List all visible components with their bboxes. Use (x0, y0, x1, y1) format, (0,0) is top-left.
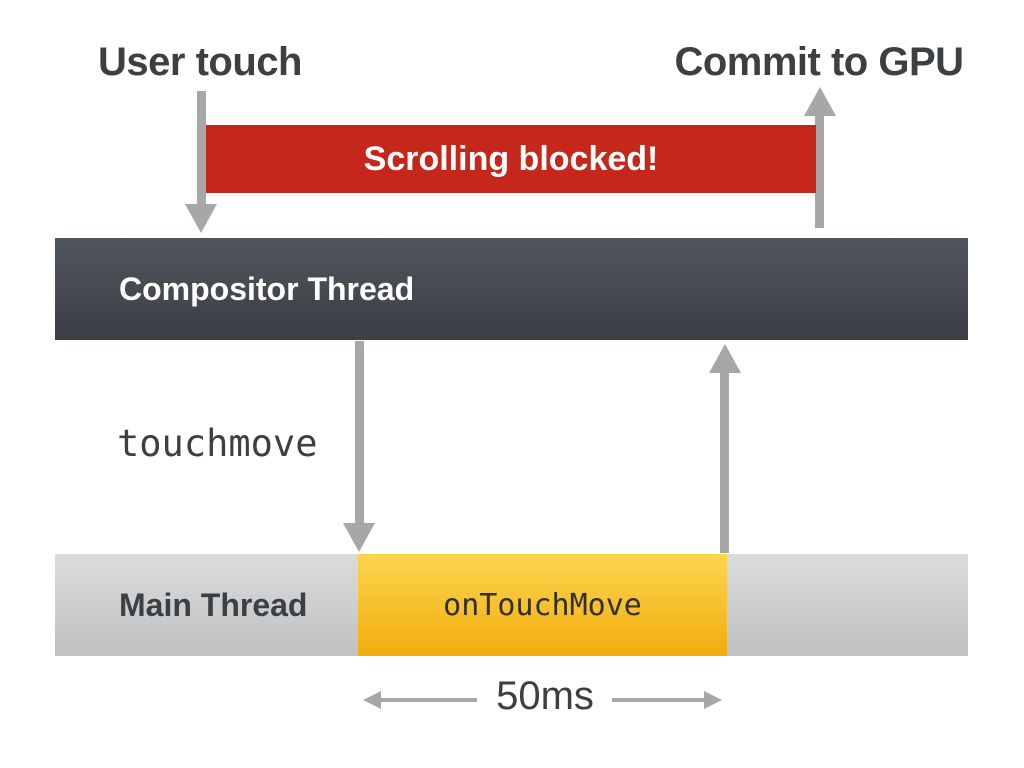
duration-line-left (380, 698, 477, 702)
arrowhead-down (343, 523, 375, 552)
arrowhead-up (804, 87, 836, 116)
duration-label: 50ms (496, 674, 594, 718)
scrolling-blocked-text: Scrolling blocked! (363, 139, 659, 178)
commit-to-gpu-label: Commit to GPU (674, 40, 964, 84)
arrowhead-right (704, 691, 722, 709)
arrowhead-up (709, 344, 741, 373)
duration-line-right (612, 698, 705, 702)
arrow-shaft (720, 372, 729, 553)
main-thread-label: Main Thread (119, 586, 308, 623)
arrowhead-down (185, 204, 217, 233)
main-thread-bar: Main Thread onTouchMove (55, 554, 968, 656)
user-touch-label: User touch (98, 40, 302, 84)
arrow-shaft (355, 341, 364, 524)
compositor-thread-bar: Compositor Thread (55, 238, 968, 340)
compositor-thread-label: Compositor Thread (119, 270, 415, 307)
arrow-shaft (197, 91, 206, 205)
ontouchmove-task-segment: onTouchMove (358, 554, 727, 656)
arrow-shaft (815, 115, 824, 228)
touchmove-event-label: touchmove (117, 422, 318, 465)
arrowhead-left (363, 691, 381, 709)
scrolling-blocked-banner: Scrolling blocked! (206, 125, 816, 193)
ontouchmove-task-label: onTouchMove (443, 587, 642, 623)
